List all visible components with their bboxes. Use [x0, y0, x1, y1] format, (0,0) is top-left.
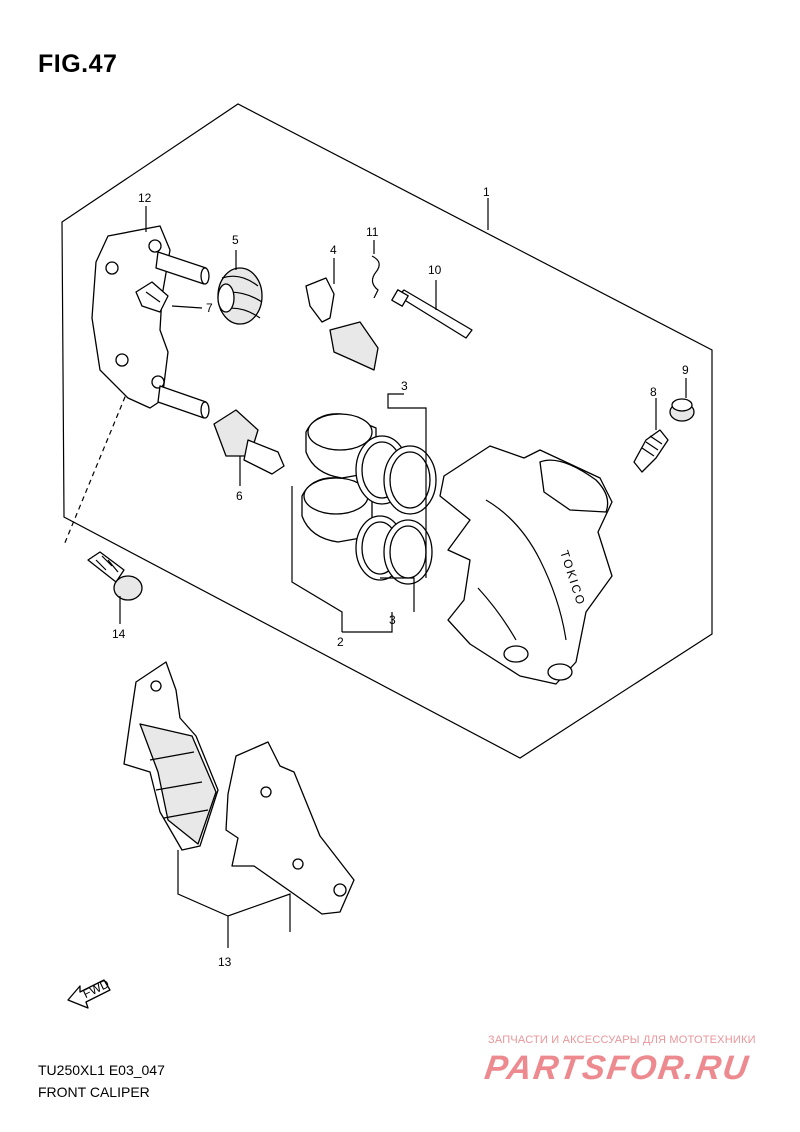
pad-shim — [305, 277, 379, 371]
callout-2: 2 — [337, 635, 344, 649]
pad-spring-clip — [135, 281, 169, 313]
piston-lower — [301, 477, 373, 543]
callout-4: 4 — [330, 243, 337, 257]
callout-8: 8 — [650, 385, 657, 399]
watermark-tagline: ЗАПЧАСТИ И АКСЕССУАРЫ ДЛЯ МОТОТЕХНИКИ — [488, 1034, 756, 1046]
diagram-name: FRONT CALIPER — [38, 1084, 150, 1100]
callout-12: 12 — [138, 191, 152, 205]
retaining-clip — [371, 255, 380, 299]
watermark-logo: PARTSFOR.RU — [482, 1049, 753, 1087]
callout-10: 10 — [428, 263, 442, 277]
callout-7: 7 — [206, 301, 213, 315]
slide-pin-lower — [157, 385, 210, 419]
figure-title: FIG.47 — [38, 50, 118, 78]
callout-9: 9 — [682, 363, 689, 377]
model-code: TU250XL1 E03_047 — [38, 1062, 165, 1078]
callout-14: 14 — [112, 627, 126, 641]
slide-pin-upper — [155, 251, 210, 285]
leader-lines — [119, 198, 687, 948]
bleeder-valve — [633, 429, 669, 473]
boot-pin — [213, 409, 285, 475]
callout-13: 13 — [218, 955, 232, 969]
callout-5: 5 — [232, 233, 239, 247]
brake-pad-rear — [225, 741, 355, 915]
callout-6: 6 — [236, 489, 243, 503]
brake-pad-front — [123, 661, 219, 851]
callout-1: 1 — [483, 185, 490, 199]
caliper-body — [439, 445, 613, 685]
pad-pin — [391, 289, 473, 339]
piston-seal-rings — [355, 435, 437, 585]
fwd-arrow-icon: FWD — [67, 976, 112, 1009]
callout-3-lower: 3 — [389, 613, 396, 627]
callout-11: 11 — [366, 225, 379, 239]
rubber-boot — [217, 267, 263, 325]
bleeder-cap — [669, 398, 695, 422]
flange-bolt — [87, 551, 143, 601]
callout-3-upper: 3 — [401, 379, 408, 393]
assembly-outline — [61, 103, 713, 759]
guide-line — [63, 379, 133, 546]
